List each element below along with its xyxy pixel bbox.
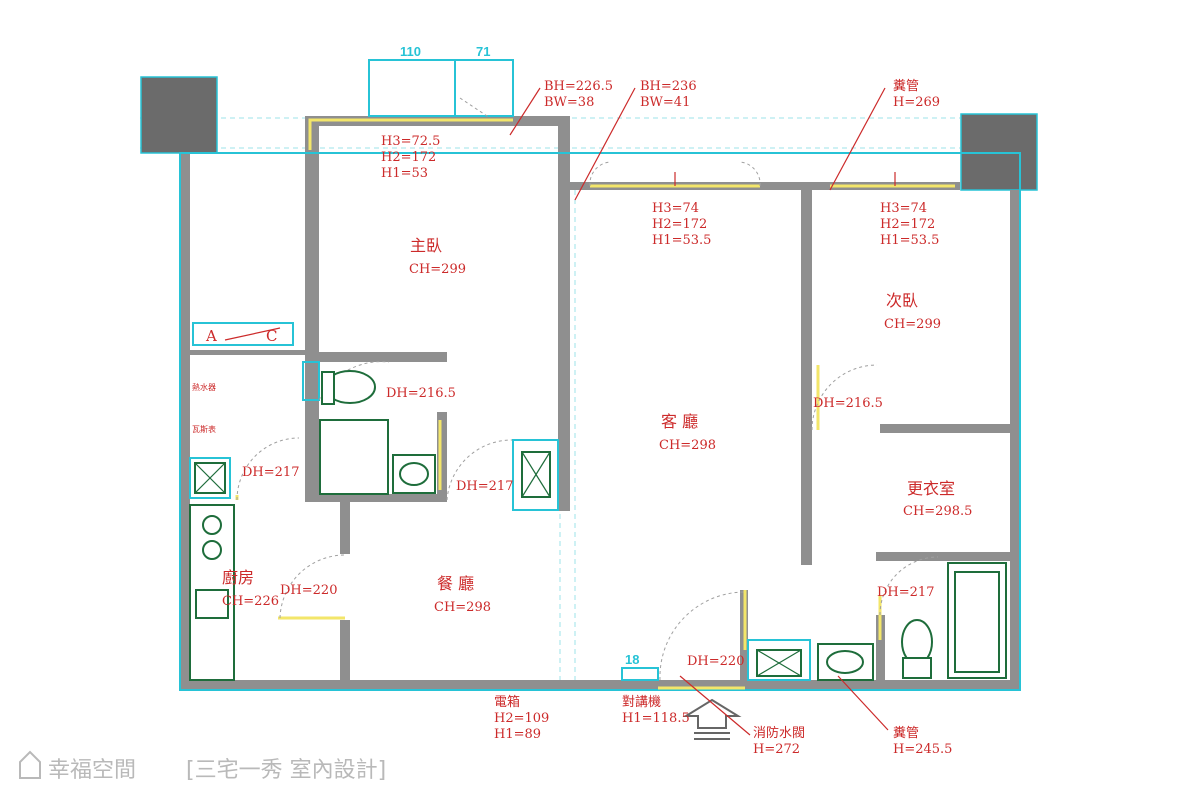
bay-window-110 xyxy=(368,59,456,117)
structural-columns xyxy=(140,76,1038,191)
room-closet-name: 更衣室 xyxy=(907,479,955,498)
stove-burner-1 xyxy=(202,515,222,535)
dh-bath2: DH=217 xyxy=(877,585,934,600)
wall-bath-top xyxy=(319,352,447,362)
room-kitchen-ch: CH=226 xyxy=(222,594,279,609)
wall-dining-stub xyxy=(340,502,350,554)
wall-master-left xyxy=(305,116,319,501)
watermark: 幸福空間 [三宅一秀 室內設計] xyxy=(19,750,386,783)
wall-outer-left xyxy=(180,153,190,690)
stove-burner-2 xyxy=(202,540,222,560)
dh-second: DH=216.5 xyxy=(813,396,883,411)
kitchen-sink xyxy=(195,589,229,619)
shaft-master xyxy=(512,439,559,511)
ac-label-a: A xyxy=(205,327,217,345)
ac-unit xyxy=(192,322,294,346)
water-heater-label: 熱水器 xyxy=(192,382,216,392)
room-closet-ch: CH=298.5 xyxy=(903,504,972,519)
entrance-arrow xyxy=(682,698,742,740)
house-logo-icon xyxy=(19,750,41,779)
wall-dining-stub-lower xyxy=(340,620,350,680)
wall-second-closet-divider xyxy=(880,424,1010,433)
shower-master xyxy=(319,419,389,495)
ac-label-c: C xyxy=(266,327,277,345)
wall-outer-bottom xyxy=(180,680,1020,690)
room-kitchen-name: 廚房 xyxy=(222,568,254,587)
watermark-brand: 幸福空間 xyxy=(48,758,136,783)
dh-master-bath: DH=216.5 xyxy=(386,386,456,401)
dh-entry: DH=220 xyxy=(687,654,744,669)
room-second-ch: CH=299 xyxy=(884,317,941,332)
room-living-ch: CH=298 xyxy=(659,438,716,453)
room-second-name: 次臥 xyxy=(886,291,918,310)
shaft-crosses xyxy=(194,451,802,677)
dh-kitchen: DH=220 xyxy=(280,583,337,598)
wall-living-right xyxy=(801,190,812,565)
room-living-name: 客 廳 xyxy=(661,412,698,431)
gas-meter-label: 瓦斯表 xyxy=(192,424,216,434)
shaft-entry xyxy=(747,639,811,681)
bay-window-71 xyxy=(454,59,514,117)
column-top-left xyxy=(140,76,218,154)
dim-71: 71 xyxy=(476,44,490,59)
room-dining-name: 餐 廳 xyxy=(437,574,474,593)
wall-bath-right xyxy=(437,412,447,500)
windows xyxy=(235,118,955,690)
dh-utility: DH=217 xyxy=(242,465,299,480)
dh-master-door: DH=217 xyxy=(456,479,513,494)
fixtures xyxy=(189,370,1007,681)
room-master-ch: CH=299 xyxy=(409,262,466,277)
dim-110: 110 xyxy=(400,44,421,59)
room-dining-ch: CH=298 xyxy=(434,600,491,615)
wall-living-top xyxy=(570,182,960,190)
wall-bath2-left xyxy=(876,615,885,680)
wall-master-right xyxy=(558,116,570,511)
dim-18: 18 xyxy=(625,652,639,667)
shaft-left xyxy=(189,457,231,499)
intercom-box xyxy=(621,667,659,681)
wall-utility xyxy=(190,350,305,355)
room-master-name: 主臥 xyxy=(410,236,442,255)
wall-bath2-top xyxy=(876,552,1010,561)
wall-outer-right xyxy=(1010,190,1020,690)
wall-bath-bottom xyxy=(305,494,447,502)
leader-lines xyxy=(509,87,896,736)
door-swings xyxy=(236,97,939,681)
watermark-designer: [三宅一秀 室內設計] xyxy=(186,758,386,783)
